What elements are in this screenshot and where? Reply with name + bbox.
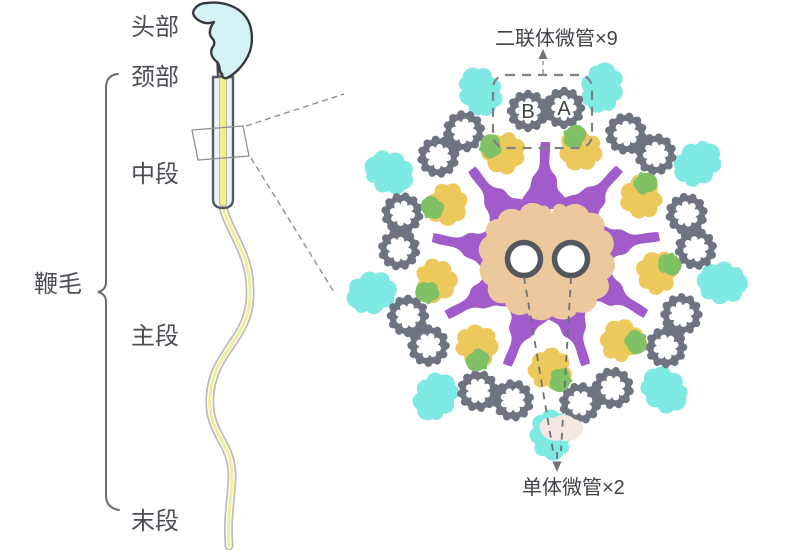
- cross-section-plane: [191, 125, 250, 161]
- central-microtubule-right: [551, 239, 591, 279]
- tubule-b-letter: B: [521, 101, 534, 123]
- sperm-cell-figure: 头部 颈部 中段 主段 末段 鞭毛: [34, 1, 345, 550]
- projection-line-lower: [250, 157, 335, 293]
- central-microtubule-left: [504, 239, 544, 279]
- flagellum-brace: [97, 73, 120, 511]
- sperm-tail: [205, 203, 255, 550]
- label-flagellum: 鞭毛: [34, 271, 82, 298]
- tubule-a-letter: A: [557, 98, 571, 120]
- projection-line-upper: [245, 93, 345, 127]
- central-sheath: [478, 202, 616, 321]
- label-midpiece: 中段: [131, 161, 179, 188]
- arrow-down-icon: [552, 461, 562, 472]
- midpiece-axoneme-stripe: [219, 77, 227, 207]
- axoneme-cross-section: B A 二联体微管×9 单体微管×2: [339, 27, 751, 499]
- singlet-callout-line-right: [560, 276, 572, 452]
- sperm-head: [191, 1, 254, 80]
- label-end-piece: 末段: [131, 508, 179, 535]
- label-neck: 颈部: [131, 64, 179, 91]
- singlet-callout-line-left: [523, 276, 554, 452]
- label-singlet-microtubules: 单体微管×2: [522, 476, 625, 499]
- label-doublet-microtubules: 二联体微管×9: [495, 27, 618, 50]
- arrow-up-icon: [538, 49, 548, 59]
- label-head: 头部: [131, 14, 179, 41]
- label-principal-piece: 主段: [131, 323, 179, 350]
